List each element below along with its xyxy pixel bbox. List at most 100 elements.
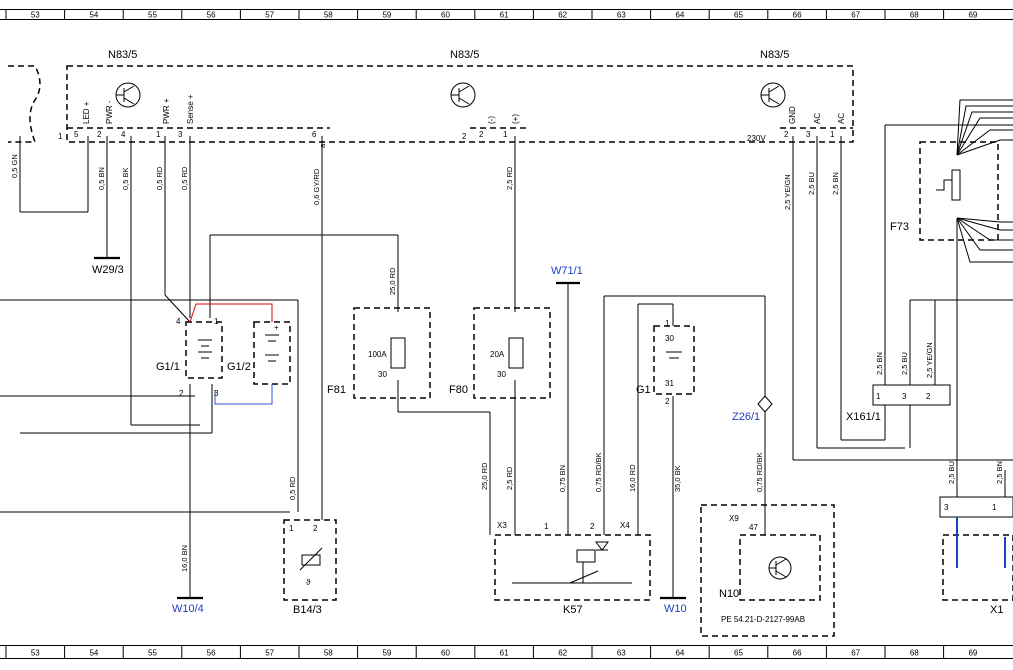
- pin-number: 1: [876, 392, 881, 401]
- ruler-number: 56: [207, 649, 216, 658]
- wire-label: 2,5 BU: [807, 172, 816, 195]
- ruler-number: 62: [558, 649, 567, 658]
- ruler-number: 65: [734, 649, 743, 658]
- ruler-number: 67: [851, 11, 860, 20]
- fuse-rating: 20A: [490, 350, 505, 359]
- pin-function-label: Sense +: [186, 94, 195, 124]
- g1-1-housing: [185, 321, 223, 379]
- f80-fuse-icon: [508, 337, 524, 369]
- voltage-label: 230V: [747, 134, 766, 143]
- transistor-icon: [450, 82, 476, 108]
- ruler-number: 55: [148, 649, 157, 658]
- wire-label: 0,5 RD: [288, 476, 297, 500]
- n83-5-housing: [66, 65, 854, 143]
- pin-number: 1: [544, 522, 549, 531]
- ruler-number: 53: [31, 11, 40, 20]
- ruler-number: 66: [793, 11, 802, 20]
- fuse-rating: 100A: [368, 350, 387, 359]
- ruler-number: 63: [617, 649, 626, 658]
- component-label: G1/1: [156, 361, 180, 373]
- pin-function-label: PWR +: [162, 98, 171, 124]
- wire-label: 0,5 RD: [155, 166, 164, 190]
- x1-connector: [939, 496, 1013, 518]
- pin-number: 47: [749, 523, 758, 532]
- connector-label: X3: [497, 521, 507, 530]
- ruler-number: 58: [324, 11, 333, 20]
- pin-number: 4: [176, 317, 181, 326]
- pin-number: 6: [312, 130, 317, 139]
- pin-number: 4: [121, 130, 126, 139]
- pin-number: 2: [590, 522, 595, 531]
- ruler-number: 63: [617, 11, 626, 20]
- wire-label: 2,5 YE/GN: [783, 174, 792, 210]
- relay-coil-icon: [576, 549, 596, 563]
- ruler-number: 60: [441, 649, 450, 658]
- connector-label: X4: [620, 521, 630, 530]
- ruler-number: 59: [382, 649, 391, 658]
- left-edge-break: [8, 65, 41, 143]
- f73-fuse-icon: [951, 169, 961, 201]
- wire-label: 0,6 GY/RD: [312, 168, 321, 205]
- pin-number: 2: [462, 132, 467, 141]
- blue-jumper-wire: [214, 384, 273, 405]
- pin-number: 1: [665, 319, 670, 328]
- component-label: G1/2: [227, 361, 251, 373]
- pin-number: 3: [944, 503, 949, 512]
- temperature-sensor-icon: [299, 547, 323, 571]
- transistor-icon: [760, 82, 786, 108]
- pin-function-label: (+): [511, 114, 520, 124]
- pin-number: 30: [497, 370, 506, 379]
- component-label: Z26/1: [732, 411, 760, 423]
- ruler-number: 66: [793, 649, 802, 658]
- pin-number: 1: [503, 130, 508, 139]
- pin-function-label: AC: [837, 113, 846, 124]
- pin-number: 1: [289, 524, 294, 533]
- connector-label: X9: [729, 514, 739, 523]
- ruler-number: 68: [910, 649, 919, 658]
- component-label: W29/3: [92, 264, 124, 276]
- wire-label: 25,0 RD: [388, 267, 397, 295]
- wire-label: a: [318, 143, 327, 148]
- ruler-number: 54: [89, 649, 98, 658]
- component-label: W10: [664, 603, 687, 615]
- reference-link[interactable]: PE 54.21-D-2127-99AB: [721, 615, 805, 624]
- red-jumper-wire: [189, 303, 273, 323]
- theta-symbol: ϑ: [306, 578, 311, 587]
- pin-number: 2: [665, 397, 670, 406]
- component-label: X161/1: [846, 411, 881, 423]
- diode-icon: [595, 541, 609, 551]
- ruler-number: 64: [675, 649, 684, 658]
- wire-label: 2,5 BU: [900, 352, 909, 375]
- wire-label: 0,5 BN: [97, 167, 106, 190]
- wire-label: 2,5 BU: [947, 461, 956, 484]
- pin-number: 1: [58, 132, 63, 141]
- wire-label: 0,5 RD: [180, 166, 189, 190]
- pin-number: 1: [214, 317, 219, 326]
- ruler-number: 62: [558, 11, 567, 20]
- f73-housing: [919, 141, 999, 241]
- f81-fuse-icon: [390, 337, 406, 369]
- pin-number: 30: [665, 334, 674, 343]
- battery-icon: [666, 351, 682, 359]
- wire-label: 0,75 BN: [558, 465, 567, 492]
- battery-icon: [198, 339, 212, 359]
- ruler-number: 65: [734, 11, 743, 20]
- pin-number: 5: [74, 130, 79, 139]
- ruler-number: 68: [910, 11, 919, 20]
- b14-3-housing: [283, 519, 337, 601]
- ruler-number: 59: [382, 11, 391, 20]
- wire-label: 16,0 RD: [628, 464, 637, 492]
- f73-switch-icon: [936, 179, 952, 191]
- wire-label: 2,5 BN: [875, 352, 884, 375]
- wire-label: 0,5 GN: [10, 154, 19, 178]
- n83-5-label-right: N83/5: [760, 49, 789, 61]
- x161-1-connector: [872, 384, 951, 406]
- component-label: F73: [890, 221, 909, 233]
- wire-label: 25,0 RD: [480, 462, 489, 490]
- wire-label: 2,5 BN: [995, 461, 1004, 484]
- pin-function-label: LED +: [82, 101, 91, 124]
- pin-number: 2: [97, 130, 102, 139]
- pin-function-label: AC: [813, 113, 822, 124]
